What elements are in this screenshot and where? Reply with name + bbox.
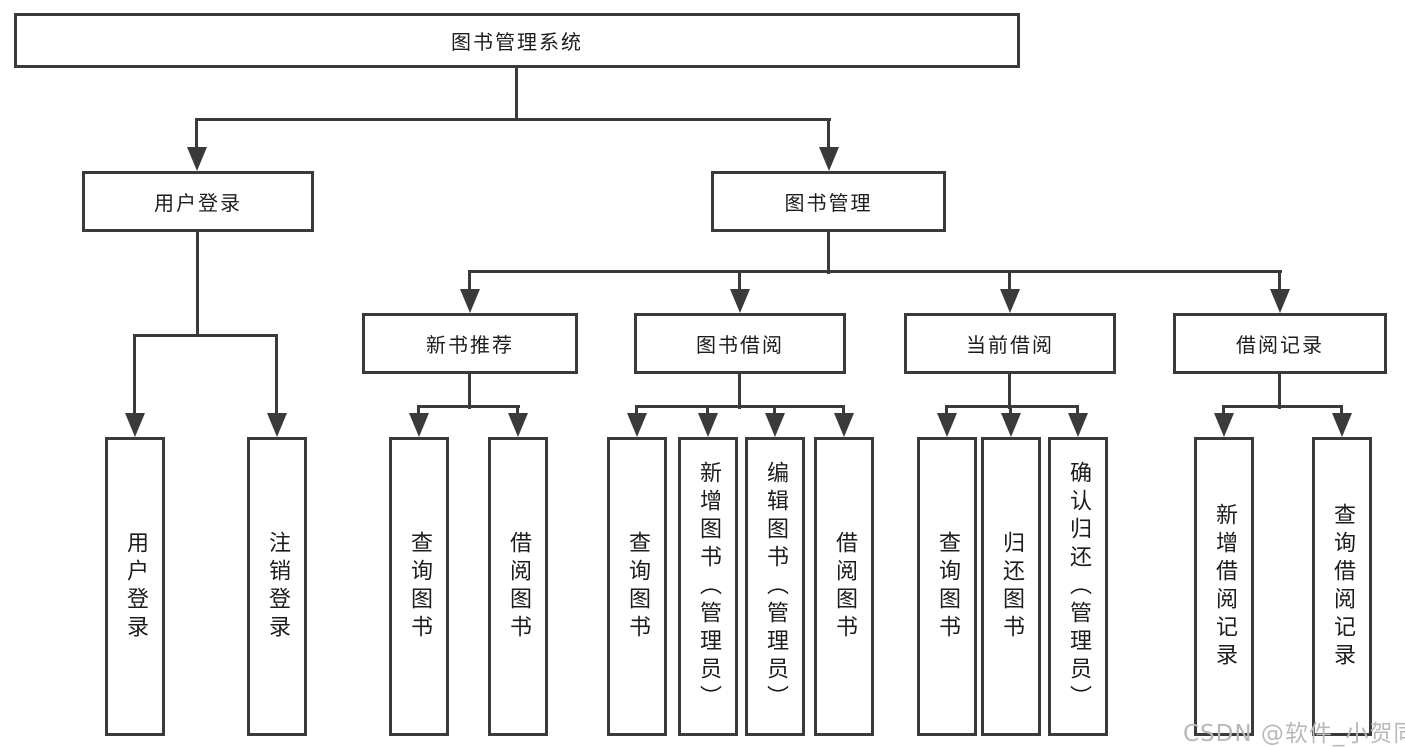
node-root-system: 图书管理系统: [14, 13, 1020, 68]
connector-stem-leaf: [635, 405, 638, 417]
connector-stem-leaf: [1222, 405, 1225, 417]
connector-stem-recommend: [468, 270, 471, 292]
arrowhead-down-icon: [819, 147, 839, 171]
node-book-management: 图书管理: [711, 171, 946, 232]
leaf-label: 查询借阅记录: [1330, 502, 1355, 671]
connector-stem-leaf: [1009, 405, 1012, 417]
leaf-user-login: 用户登录: [105, 437, 165, 736]
connector-borrow-horizontal: [635, 405, 845, 408]
leaf-label: 借阅图书: [506, 530, 531, 643]
connector-stem-borrow: [738, 270, 741, 292]
leaf-current-confirm-return-admin: 确认归还（管理员）: [1048, 437, 1108, 736]
arrowhead-down-icon: [1332, 413, 1352, 437]
node-user-login: 用户登录: [82, 171, 314, 232]
connector-root-horizontal: [195, 118, 831, 121]
connector-stem-leaf: [945, 405, 948, 417]
arrowhead-down-icon: [1000, 289, 1020, 313]
connector-root-vertical: [515, 68, 518, 121]
csdn-watermark: CSDN @软件_小贺同学: [1183, 721, 1405, 747]
connector-stem-leaf: [516, 405, 519, 417]
arrowhead-down-icon: [125, 413, 145, 437]
leaf-label: 用户登录: [123, 530, 148, 643]
leaf-records-query-record: 查询借阅记录: [1312, 437, 1372, 736]
connector-stem-current: [1008, 270, 1011, 292]
leaf-borrow-add-book-admin: 新增图书（管理员）: [678, 437, 738, 736]
connector-stem-user-login: [195, 118, 198, 150]
leaf-logout: 注销登录: [247, 437, 307, 736]
connector-borrow-vertical: [738, 374, 741, 409]
connector-records-vertical: [1278, 374, 1281, 409]
leaf-label: 新增图书（管理员）: [696, 460, 721, 713]
leaf-borrow-borrow-book: 借阅图书: [814, 437, 874, 736]
connector-userlogin-horizontal: [133, 334, 278, 337]
arrowhead-down-icon: [460, 289, 480, 313]
leaf-recommend-query-book: 查询图书: [389, 437, 449, 736]
connector-stem-leaf: [773, 405, 776, 417]
arrowhead-down-icon: [187, 147, 207, 171]
arrowhead-down-icon: [834, 413, 854, 437]
leaf-current-query-book: 查询图书: [917, 437, 977, 736]
leaf-current-return-book: 归还图书: [981, 437, 1041, 736]
connector-bookmgmt-horizontal: [468, 270, 1282, 273]
connector-current-horizontal: [945, 405, 1079, 408]
leaf-label: 编辑图书（管理员）: [763, 460, 788, 713]
leaf-label: 查询图书: [407, 530, 432, 643]
arrowhead-down-icon: [1001, 413, 1021, 437]
node-new-book-recommend: 新书推荐: [362, 313, 578, 374]
connector-stem-leaf: [1340, 405, 1343, 417]
arrowhead-down-icon: [267, 413, 287, 437]
leaf-label: 确认归还（管理员）: [1066, 460, 1091, 713]
connector-records-horizontal: [1222, 405, 1343, 408]
connector-stem-login-leaf: [133, 334, 136, 416]
leaf-label: 查询图书: [935, 530, 960, 643]
node-current-borrow: 当前借阅: [904, 313, 1116, 374]
connector-recommend-vertical: [468, 374, 471, 409]
connector-stem-book-mgmt: [827, 118, 830, 150]
arrowhead-down-icon: [698, 413, 718, 437]
arrowhead-down-icon: [730, 289, 750, 313]
leaf-borrow-edit-book-admin: 编辑图书（管理员）: [745, 437, 805, 736]
leaf-label: 新增借阅记录: [1212, 502, 1237, 671]
arrowhead-down-icon: [409, 413, 429, 437]
connector-stem-records: [1278, 270, 1281, 292]
arrowhead-down-icon: [508, 413, 528, 437]
leaf-borrow-query-book: 查询图书: [607, 437, 667, 736]
node-book-borrow: 图书借阅: [634, 313, 846, 374]
arrowhead-down-icon: [1214, 413, 1234, 437]
leaf-recommend-borrow-book: 借阅图书: [488, 437, 548, 736]
arrowhead-down-icon: [765, 413, 785, 437]
arrowhead-down-icon: [627, 413, 647, 437]
leaf-label: 注销登录: [265, 530, 290, 643]
connector-recommend-horizontal: [417, 405, 520, 408]
connector-stem-leaf: [1076, 405, 1079, 417]
arrowhead-down-icon: [1270, 289, 1290, 313]
connector-stem-logout-leaf: [275, 334, 278, 416]
connector-stem-leaf: [842, 405, 845, 417]
leaf-records-add-record: 新增借阅记录: [1194, 437, 1254, 736]
connector-bookmgmt-vertical: [827, 232, 830, 274]
leaf-label: 查询图书: [625, 530, 650, 643]
connector-current-vertical: [1008, 374, 1011, 409]
arrowhead-down-icon: [1068, 413, 1088, 437]
connector-stem-leaf: [417, 405, 420, 417]
leaf-label: 借阅图书: [832, 530, 857, 643]
connector-userlogin-vertical: [196, 232, 199, 337]
connector-stem-leaf: [706, 405, 709, 417]
arrowhead-down-icon: [937, 413, 957, 437]
node-borrow-records: 借阅记录: [1173, 313, 1387, 374]
leaf-label: 归还图书: [999, 530, 1024, 643]
